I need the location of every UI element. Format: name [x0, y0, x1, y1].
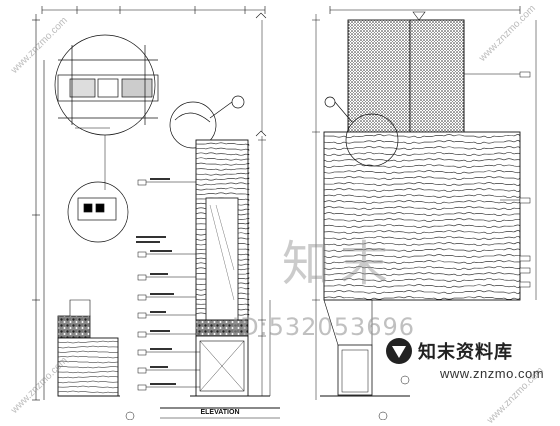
wood-grain-line — [195, 142, 250, 146]
wood-grain-line — [323, 212, 521, 216]
wood-grain-line — [57, 390, 119, 394]
brand-url: www.znzmo.com — [440, 366, 545, 381]
wood-grain-line — [323, 176, 521, 180]
wood-grain-line — [323, 200, 521, 204]
wood-grain-line — [323, 230, 521, 234]
annotation-tags-left — [137, 179, 200, 391]
wood-grain-line — [323, 194, 521, 198]
wood-grain-line — [323, 290, 521, 294]
wood-grain-line — [323, 170, 521, 174]
section-callout-circle — [169, 95, 245, 149]
wood-grain-line — [195, 192, 250, 196]
wood-grain-line — [57, 340, 119, 344]
right-callout-circle — [324, 96, 399, 167]
elevation-label: ELEVATION — [200, 409, 239, 416]
wood-grain-line — [195, 162, 250, 166]
wood-grain-line — [323, 158, 521, 162]
wood-grain-line — [195, 157, 250, 161]
wood-grain-line — [323, 140, 521, 144]
wood-grain-line — [57, 366, 119, 369]
level-markers — [255, 11, 426, 137]
wood-grain-line — [195, 172, 250, 176]
wood-grain-line — [57, 385, 119, 389]
wood-grain-line — [323, 242, 521, 246]
right-dimension-line — [312, 14, 537, 400]
column-dimension-line — [258, 20, 271, 396]
wood-grain-line — [323, 254, 521, 258]
wood-grain-line — [323, 236, 521, 240]
left-counter — [57, 299, 120, 397]
wood-grain-line — [323, 218, 521, 222]
detail-callout-circle-middle — [67, 181, 129, 243]
wood-grain-line — [195, 187, 250, 191]
wood-grain-line — [323, 146, 521, 150]
wood-grain-line — [195, 177, 250, 181]
wood-grain-line — [323, 266, 521, 270]
left-elevation — [190, 139, 270, 397]
wood-grain-line — [323, 152, 521, 156]
wood-grain-line — [323, 134, 521, 138]
wood-grain-line — [323, 188, 521, 192]
top-dimension-line — [41, 6, 521, 14]
annotation-tags-right — [464, 71, 531, 288]
wood-grain-line — [323, 278, 521, 282]
wood-grain-line — [195, 147, 250, 151]
brand-logo-icon — [386, 338, 412, 364]
wood-grain-line — [57, 360, 119, 364]
left-dimension-line — [32, 14, 45, 401]
wood-grain-line — [57, 370, 119, 374]
wood-grain-line — [323, 206, 521, 210]
wood-grain-line — [195, 167, 250, 171]
wood-grain-line — [323, 224, 521, 228]
wood-grain-line — [323, 272, 521, 276]
wood-grain-line — [323, 284, 521, 288]
wood-grain-line — [323, 164, 521, 168]
bottom-markers — [125, 375, 410, 420]
wood-grain-line — [323, 248, 521, 252]
wood-grain-line — [323, 182, 521, 186]
brand-block: 知末资料库 www.znzmo.com — [414, 334, 560, 392]
wood-grain-line — [57, 355, 119, 359]
wood-grain-line — [323, 260, 521, 264]
annotation-text-left — [136, 178, 176, 385]
wood-grain-line — [57, 350, 119, 354]
wood-grain-line — [195, 152, 250, 156]
wood-grain-line — [57, 380, 119, 384]
elevation-title: ELEVATION — [160, 407, 280, 419]
brand-name: 知末资料库 — [418, 342, 513, 363]
detail-callout-circle-top — [54, 34, 159, 136]
wood-grain-line — [57, 345, 119, 349]
wood-grain-line — [195, 182, 250, 186]
wood-grain-line — [57, 375, 119, 379]
wood-grain-line — [323, 296, 521, 300]
right-elevation — [320, 19, 521, 397]
detail-leader-lines — [75, 127, 110, 190]
